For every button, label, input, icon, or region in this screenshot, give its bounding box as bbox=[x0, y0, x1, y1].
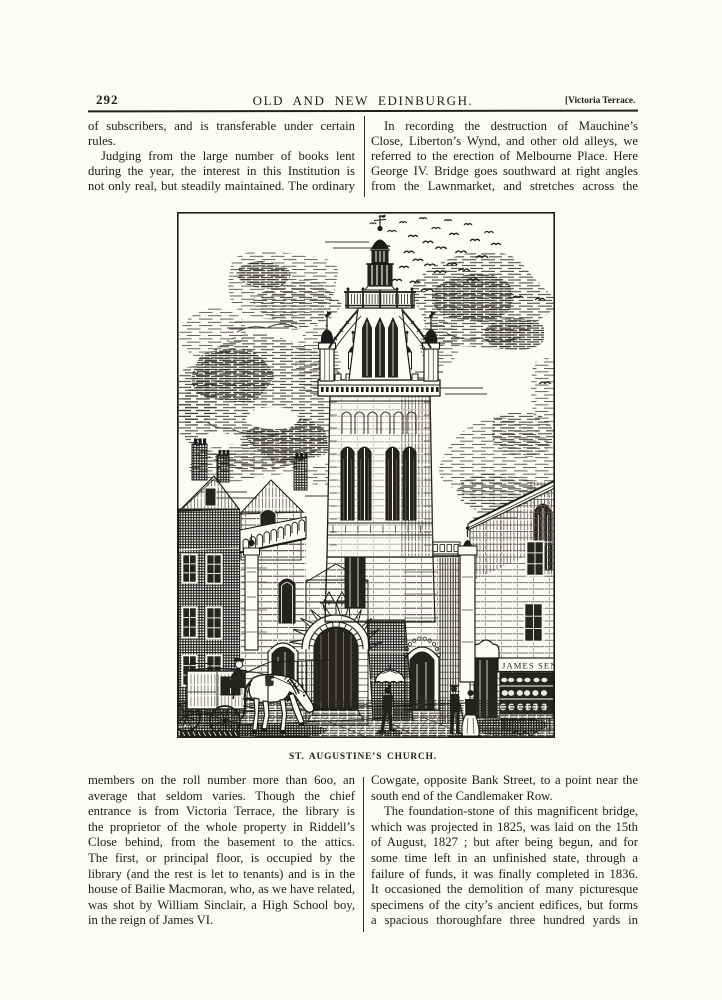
shop-fascia: JAMES SEN bbox=[497, 657, 555, 673]
tower-lantern bbox=[364, 214, 396, 291]
tenement-window bbox=[205, 606, 223, 640]
text-line: in the reign of James VI. bbox=[88, 913, 214, 928]
column-divider-bottom bbox=[363, 777, 365, 932]
running-head-title: OLD AND NEW EDINBURGH. bbox=[252, 92, 474, 108]
text-line: of August, 1827 ; but after being begun,… bbox=[371, 835, 638, 850]
text-line: a spacious thoroughfare three hundred ya… bbox=[371, 913, 638, 928]
text-line: Judging from the large number of books l… bbox=[101, 148, 355, 163]
text-line: George IV. Bridge goes southward at righ… bbox=[371, 163, 638, 178]
left-gate-pillar bbox=[243, 534, 260, 651]
cab-horse bbox=[240, 670, 322, 738]
text-line: members on the roll number more than 6oo… bbox=[88, 773, 355, 787]
corner-pinnacle bbox=[317, 311, 337, 382]
text-line: from the Lawnmarket, and stretches acros… bbox=[371, 178, 638, 193]
pair-of-figures bbox=[448, 685, 482, 738]
running-head-note: [Victoria Terrace. bbox=[565, 95, 636, 106]
umbrella-pedestrian bbox=[374, 664, 406, 736]
text-line: The foundation-stone of this magnificent… bbox=[384, 804, 638, 819]
text-line: Cowgate, opposite Bank Street, to a poin… bbox=[371, 773, 638, 787]
text-line: of subscribers, and is transferable unde… bbox=[88, 119, 355, 133]
artist-signature bbox=[512, 730, 540, 736]
top-right-column: In recording the destruction of Mauchine… bbox=[371, 119, 638, 193]
engraver-marks bbox=[180, 730, 540, 737]
text-line: not only real, but steadily maintained. … bbox=[88, 178, 355, 193]
church-tower bbox=[317, 214, 441, 721]
shop-upper-window bbox=[525, 540, 545, 577]
shop-sign-text: JAMES SEN bbox=[502, 661, 555, 671]
text-line: some time left in an unfinished state, t… bbox=[371, 850, 638, 865]
right-gate-pillar bbox=[457, 526, 478, 683]
tower-gallery bbox=[344, 287, 416, 309]
text-line: referred to the erection of Melbourne Pl… bbox=[371, 148, 638, 163]
text-line: which was projected in 1825, was laid on… bbox=[371, 819, 638, 834]
illustration-caption: ST. AUGUSTINE’S CHURCH. bbox=[289, 751, 437, 762]
header-rule bbox=[87, 109, 639, 112]
text-line: specimens of the city’s ancient edifices… bbox=[371, 897, 638, 912]
tenement-window bbox=[181, 606, 198, 639]
shop-lower-window bbox=[523, 602, 544, 643]
text-line: house of Bailie Macmoran, who, as we hav… bbox=[88, 882, 355, 897]
text-line: Close, Liberton’s Wynd, and other old al… bbox=[371, 133, 638, 148]
tenement-window bbox=[181, 553, 198, 584]
text-line: In recording the destruction of Mauchine… bbox=[384, 119, 638, 133]
text-line: the proprietor of the whole property in … bbox=[88, 819, 355, 834]
tower-crown-stage bbox=[328, 307, 432, 381]
text-line: failure of funds, it was finally complet… bbox=[371, 866, 638, 881]
shop-building: JAMES SEN bbox=[467, 479, 555, 738]
text-line: during the year, the interest in this In… bbox=[88, 163, 355, 178]
text-line: average that seldom varies. Though the c… bbox=[88, 788, 355, 803]
text-line: library (and the rest is let to tenants)… bbox=[88, 866, 355, 881]
page-number: 292 bbox=[96, 92, 119, 107]
column-divider-top bbox=[364, 116, 366, 197]
right-small-door bbox=[403, 636, 441, 711]
text-line: The first, or principal floor, is occupi… bbox=[88, 850, 355, 865]
bottom-left-column: members on the roll number more than 6oo… bbox=[88, 773, 355, 929]
church-engraving: JAMES SEN bbox=[177, 212, 555, 738]
text-line: was shot by William Sinclair, a High Sch… bbox=[88, 897, 355, 912]
cab-driver bbox=[229, 658, 279, 700]
text-line: It occasioned the demolition of many pic… bbox=[371, 882, 638, 897]
text-line: rules. bbox=[88, 133, 116, 148]
text-line: south end of the Candlemaker Row. bbox=[371, 788, 553, 803]
text-line: Close behind, from the basement to the a… bbox=[88, 835, 355, 850]
top-left-column: of subscribers, and is transferable unde… bbox=[88, 119, 355, 193]
engraving-border bbox=[177, 212, 555, 738]
text-line: entrance is from Victoria Terrace, the l… bbox=[88, 804, 355, 819]
tenement-window bbox=[205, 553, 223, 585]
bottom-right-column: Cowgate, opposite Bank Street, to a poin… bbox=[371, 773, 638, 929]
